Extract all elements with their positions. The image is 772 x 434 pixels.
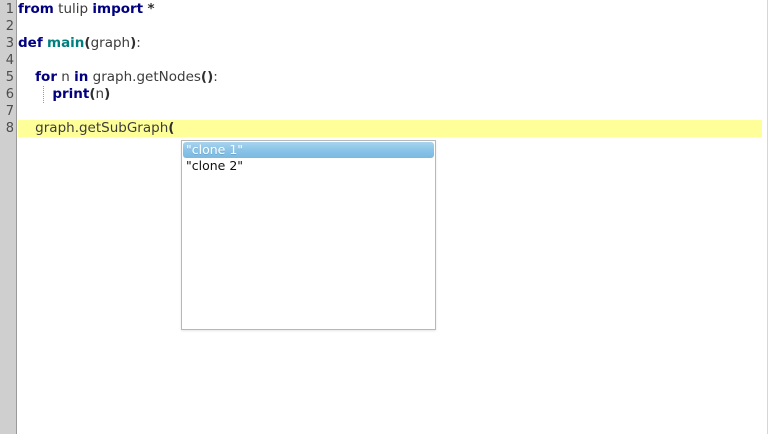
line-number-5: 5 bbox=[5, 70, 14, 85]
autocomplete-item[interactable]: "clone 2" bbox=[186, 158, 244, 173]
autocomplete-popup[interactable]: "clone 1""clone 2" bbox=[181, 140, 436, 330]
token-keyword: def bbox=[18, 35, 43, 51]
token-plain: graph.getSubGraph bbox=[35, 120, 169, 136]
code-line-6[interactable]: print(n) bbox=[18, 86, 110, 103]
code-line-8[interactable]: graph.getSubGraph( bbox=[18, 120, 174, 137]
token-keyword: for bbox=[35, 69, 57, 85]
code-text-area[interactable]: from tulip import *def main(graph): for … bbox=[18, 0, 767, 434]
token-punct: ( bbox=[168, 120, 175, 136]
indent-guide bbox=[43, 86, 45, 103]
token-plain: n bbox=[56, 69, 75, 85]
token-plain bbox=[18, 120, 35, 136]
autocomplete-list[interactable]: "clone 1""clone 2" bbox=[183, 142, 434, 174]
token-plain bbox=[18, 69, 35, 85]
token-punct: () bbox=[200, 69, 214, 85]
code-line-5[interactable]: for n in graph.getNodes(): bbox=[18, 69, 218, 86]
token-func: main bbox=[47, 35, 85, 51]
line-number-gutter[interactable]: 1 2 3 4 5 6 7 8 bbox=[0, 0, 17, 434]
line-number-6: 6 bbox=[5, 87, 14, 102]
editor-right-edge bbox=[767, 0, 768, 434]
token-op: * bbox=[147, 1, 155, 17]
code-line-1[interactable]: from tulip import * bbox=[18, 1, 155, 18]
token-plain: tulip bbox=[58, 1, 89, 17]
line-number-3: 3 bbox=[5, 36, 14, 51]
line-number-8: 8 bbox=[5, 121, 14, 136]
line-number-4: 4 bbox=[5, 53, 14, 68]
autocomplete-item[interactable]: "clone 1" bbox=[183, 142, 434, 158]
token-keyword: import bbox=[92, 1, 144, 17]
token-punct: ) bbox=[104, 86, 111, 102]
line-number-1: 1 bbox=[5, 2, 14, 17]
token-plain bbox=[18, 86, 52, 102]
token-plain: : bbox=[213, 69, 218, 85]
token-keyword: in bbox=[74, 69, 89, 85]
token-plain: graph.getNodes bbox=[88, 69, 201, 85]
code-line-3[interactable]: def main(graph): bbox=[18, 35, 141, 52]
line-number-2: 2 bbox=[5, 19, 14, 34]
token-plain: graph bbox=[90, 35, 131, 51]
token-plain: n bbox=[95, 86, 105, 102]
token-punct: ) bbox=[130, 35, 137, 51]
token-punct: ( bbox=[89, 86, 96, 102]
token-keyword: from bbox=[18, 1, 54, 17]
token-plain: : bbox=[136, 35, 141, 51]
token-punct: ( bbox=[84, 35, 91, 51]
token-keyword: print bbox=[52, 86, 90, 102]
line-number-7: 7 bbox=[5, 104, 14, 119]
current-line-highlight bbox=[18, 120, 762, 137]
